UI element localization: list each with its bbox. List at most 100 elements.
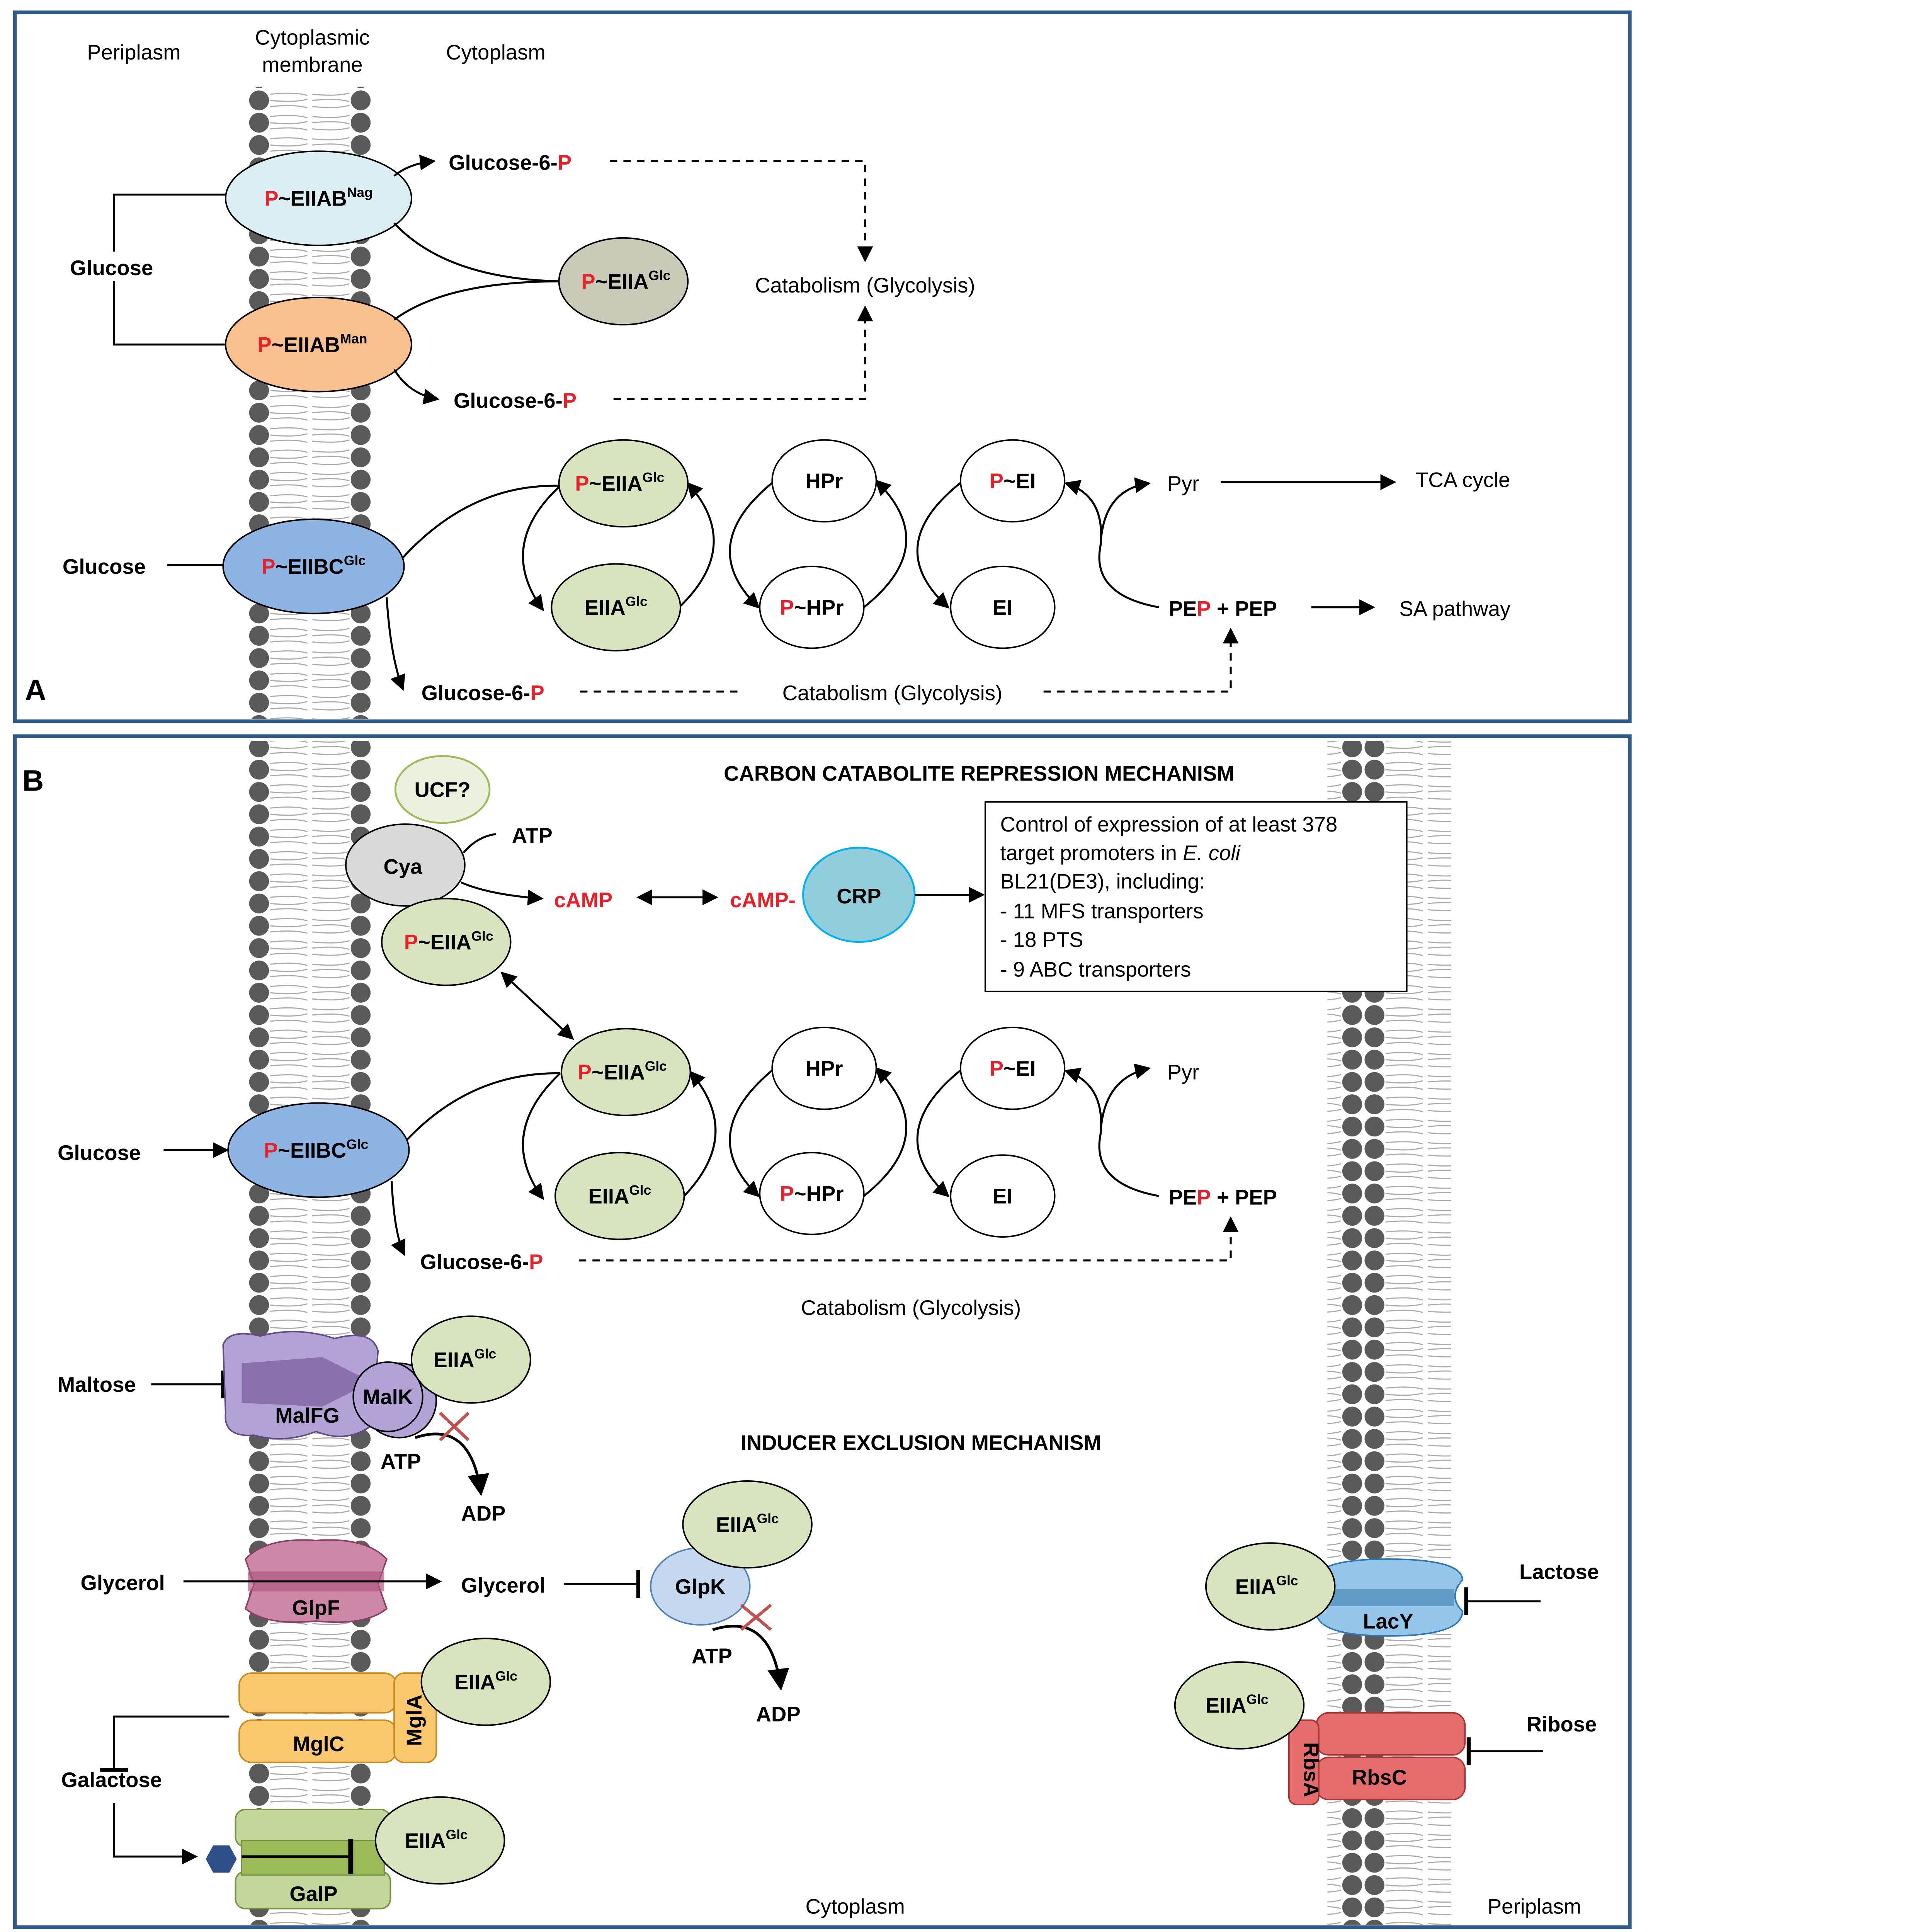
svg-text:MalFG: MalFG	[275, 1404, 340, 1427]
svg-text:MalK: MalK	[363, 1385, 413, 1409]
svg-text:P~EIIAGlc: P~EIIAGlc	[578, 1059, 667, 1084]
svg-text:EIIAGlc: EIIAGlc	[588, 1183, 651, 1208]
svg-text:P~EIIBCGlc: P~EIIBCGlc	[261, 553, 366, 578]
header-cytoplasm: Cytoplasm	[446, 41, 546, 64]
panel-a-frame	[13, 10, 1632, 723]
svg-text:Control of expression of at le: Control of expression of at least 378	[1000, 813, 1337, 836]
svg-text:EIIAGlc: EIIAGlc	[585, 594, 648, 619]
svg-text:EIIAGlc: EIIAGlc	[716, 1511, 779, 1536]
eiia-glc-lacy	[1205, 1542, 1336, 1631]
svg-text:P~HPr: P~HPr	[780, 1182, 844, 1206]
p-eiia-glc-gray	[558, 237, 689, 326]
mglc-transporter	[238, 1672, 398, 1714]
camp-2: cAMP-	[730, 888, 796, 912]
p-eiia-glc-b	[561, 1028, 691, 1116]
svg-text:P~EIIAGlc: P~EIIAGlc	[575, 470, 664, 495]
svg-text:P~EI: P~EI	[990, 1057, 1036, 1080]
pyr-b: Pyr	[1167, 1061, 1199, 1084]
ribose-label: Ribose	[1527, 1713, 1597, 1736]
eiia-glc-b	[554, 1152, 685, 1240]
ie-title: INDUCER EXCLUSION MECHANISM	[741, 1431, 1101, 1455]
hpr-a	[771, 439, 877, 523]
eiia-glc-malk	[411, 1315, 531, 1404]
target-promoters-box	[984, 801, 1408, 993]
glycerol-label-1: Glycerol	[81, 1571, 165, 1595]
glucose-label-b: Glucose	[58, 1141, 141, 1165]
pep-b: PEP + PEP	[1169, 1186, 1277, 1209]
eiia-glc-rbsa	[1174, 1661, 1305, 1750]
glycerol-label-2: Glycerol	[461, 1574, 545, 1597]
svg-text:EI: EI	[993, 1184, 1013, 1208]
maltose-label: Maltose	[58, 1373, 136, 1396]
p-eiiab-man	[224, 296, 412, 393]
p-eiia-glc-top	[381, 898, 512, 986]
galactose-hexagon-icon	[206, 1845, 237, 1873]
svg-text:UCF?: UCF?	[414, 778, 470, 801]
svg-text:HPr: HPr	[806, 1057, 843, 1080]
svg-text:RbsC: RbsC	[1352, 1766, 1407, 1789]
svg-text:EIIAGlc: EIIAGlc	[454, 1668, 517, 1694]
p-eiiab-nag	[224, 150, 412, 246]
ccr-title: CARBON CATABOLITE REPRESSION MECHANISM	[724, 762, 1235, 786]
p-eiibc-glc-b	[227, 1102, 410, 1198]
svg-text:EIIAGlc: EIIAGlc	[1235, 1573, 1298, 1598]
ucf	[394, 755, 491, 824]
svg-text:P~EIIAGlc: P~EIIAGlc	[581, 268, 670, 293]
panel-b-frame	[13, 734, 1632, 1929]
atp-glpk: ATP	[692, 1644, 732, 1668]
rbsa	[1288, 1719, 1320, 1805]
panel-a-letter: A	[25, 673, 46, 707]
cya	[345, 823, 466, 907]
svg-text:MglA: MglA	[403, 1694, 426, 1746]
eiia-glc-glpk	[682, 1480, 813, 1569]
atp-malk: ATP	[381, 1450, 421, 1473]
ei-b	[950, 1154, 1056, 1238]
adp-glpk: ADP	[756, 1702, 801, 1726]
svg-text:GalP: GalP	[289, 1882, 337, 1906]
svg-text:P~EIIAGlc: P~EIIAGlc	[404, 929, 493, 954]
catabolism-b: Catabolism (Glycolysis)	[801, 1296, 1021, 1320]
sa-pathway: SA pathway	[1399, 597, 1511, 621]
eiia-glc-mgla	[420, 1638, 551, 1726]
glucose-label-a1: Glucose	[70, 256, 153, 280]
svg-text:HPr: HPr	[806, 469, 843, 493]
eiia-glc-a	[551, 563, 681, 651]
pts-diagram: A Periplasm Cytoplasmic membrane Cytopla…	[13, 10, 1632, 1929]
box-item: - 9 ABC transporters	[1000, 957, 1191, 981]
glucose-6-p-a3: Glucose-6-P	[422, 681, 544, 705]
glucose-6-p-a1: Glucose-6-P	[449, 151, 571, 174]
svg-text:MglC: MglC	[293, 1732, 344, 1756]
svg-text:BL21(DE3), including:: BL21(DE3), including:	[1000, 870, 1205, 893]
svg-text:EIIAGlc: EIIAGlc	[1206, 1692, 1269, 1717]
header-periplasm: Periplasm	[87, 41, 180, 64]
svg-text:EI: EI	[993, 596, 1013, 619]
svg-text:P~EIIABNag: P~EIIABNag	[264, 185, 372, 210]
box-item: - 18 PTS	[1000, 928, 1083, 951]
galactose-label: Galactose	[61, 1768, 162, 1792]
svg-text:P~HPr: P~HPr	[780, 596, 844, 619]
svg-text:P~EIIBCGlc: P~EIIBCGlc	[264, 1137, 368, 1162]
pep-a: PEP + PEP	[1169, 597, 1277, 621]
ei-a	[950, 565, 1056, 649]
header-membrane-2: membrane	[262, 53, 363, 77]
cytoplasm-label-b: Cytoplasm	[805, 1895, 905, 1918]
eiia-glc-galp	[374, 1796, 505, 1885]
p-ei-b	[959, 1027, 1066, 1110]
svg-text:P~EI: P~EI	[990, 469, 1036, 493]
svg-text:CRP: CRP	[837, 884, 881, 908]
catabolism-a2: Catabolism (Glycolysis)	[782, 681, 1002, 705]
svg-text:GlpF: GlpF	[292, 1596, 340, 1619]
periplasm-label-b: Periplasm	[1488, 1895, 1581, 1918]
svg-text:EIIAGlc: EIIAGlc	[433, 1346, 496, 1371]
glucose-6-p-a2: Glucose-6-P	[454, 389, 577, 412]
p-ei-a	[959, 439, 1066, 523]
panel-b-letter: B	[22, 764, 44, 797]
header-membrane: Cytoplasmic	[255, 26, 370, 49]
p-hpr-b	[759, 1152, 865, 1235]
glucose-label-a2: Glucose	[63, 555, 146, 578]
pyr-a: Pyr	[1167, 472, 1199, 495]
catabolism-a1: Catabolism (Glycolysis)	[755, 274, 975, 297]
glucose-6-p-b: Glucose-6-P	[420, 1250, 543, 1274]
adp-malk: ADP	[461, 1502, 505, 1526]
box-item: - 11 MFS transporters	[1000, 900, 1203, 923]
